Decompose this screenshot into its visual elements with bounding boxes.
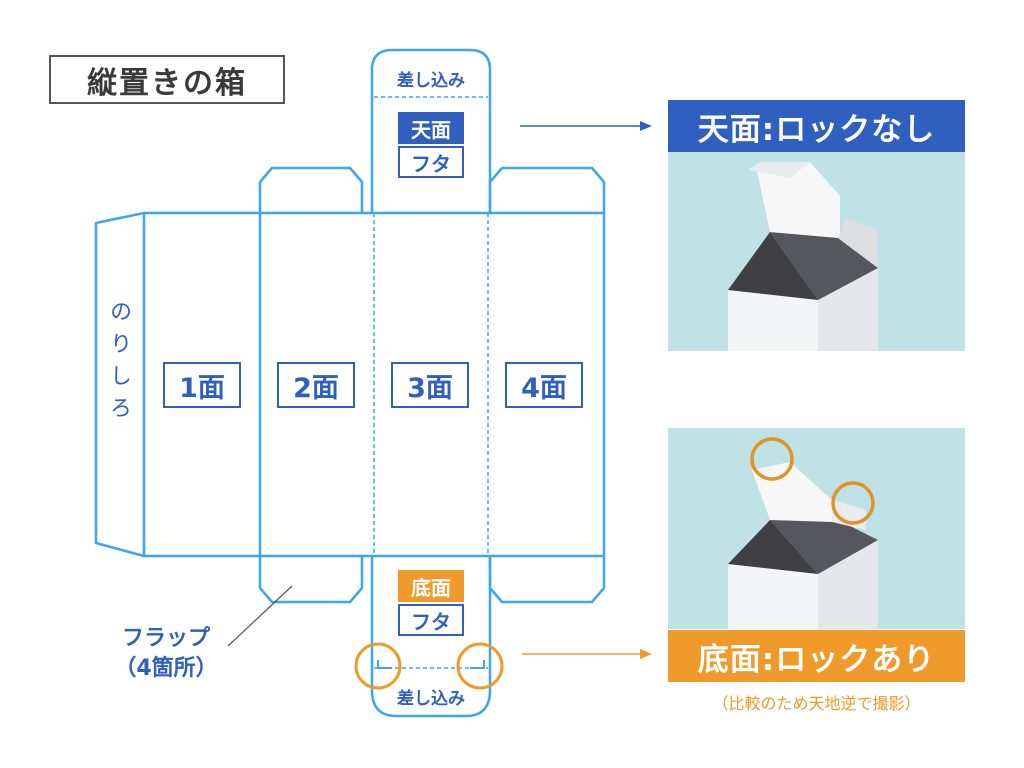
photo-lock-circle-1 <box>750 437 794 481</box>
top-lid-label: フタ <box>398 146 464 178</box>
bottom-flap-left <box>258 556 364 604</box>
face-3-label: 3面 <box>391 362 469 408</box>
arrow-to-top-photo <box>520 121 652 131</box>
lock-circle-left <box>354 642 402 690</box>
top-photo <box>668 150 965 351</box>
bottom-lid-outline <box>370 556 492 718</box>
bottom-flap-right <box>488 556 606 604</box>
face-2-label: 2面 <box>277 362 355 408</box>
flap-leader-line <box>227 585 293 647</box>
bottom-lid-label: フタ <box>398 604 464 636</box>
face-4-label: 4面 <box>505 362 583 408</box>
glue-flap-outline <box>94 211 145 558</box>
top-lid-outline <box>370 48 492 213</box>
face-1-label: 1面 <box>163 362 241 408</box>
lock-circle-right <box>456 642 504 690</box>
flap-label-line2: （4箇所） <box>114 656 218 681</box>
top-flap-right <box>488 166 606 213</box>
top-face-tag: 天面 <box>398 112 464 144</box>
photo-lock-circle-2 <box>831 481 875 525</box>
bottom-photo-caption: （比較のため天地逆で撮影） <box>712 694 921 713</box>
arrow-to-bottom-photo <box>522 649 652 659</box>
top-flap-left <box>258 166 364 213</box>
bottom-photo <box>668 428 965 629</box>
top-tuck-label: 差し込み <box>397 71 465 91</box>
flap-label-line1: フラップ <box>121 626 210 651</box>
bottom-tuck-label: 差し込み <box>397 689 465 709</box>
glue-flap-label: のりしろ <box>106 300 131 428</box>
bottom-face-tag: 底面 <box>398 570 464 602</box>
page-title: 縦置きの箱 <box>49 55 285 104</box>
top-photo-banner: 天面:ロックなし <box>668 100 965 152</box>
bottom-photo-banner: 底面:ロックあり <box>668 630 965 682</box>
